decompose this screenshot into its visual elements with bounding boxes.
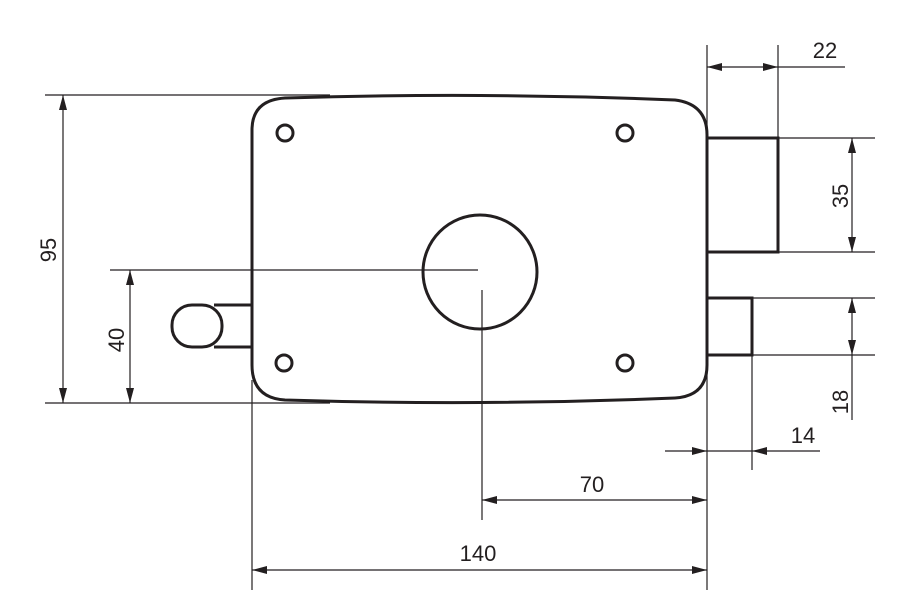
deadbolt xyxy=(705,136,780,254)
dimension-latch-height-18 xyxy=(848,298,856,420)
dimension-deadbolt-height-35 xyxy=(848,138,856,252)
label-height: 95 xyxy=(36,238,61,262)
screw-hole-top-right xyxy=(615,123,635,143)
lock-body xyxy=(250,93,709,405)
label-deadbolt-height: 35 xyxy=(828,184,853,208)
left-knob xyxy=(170,303,252,349)
dimension-height-95 xyxy=(59,95,67,403)
dimension-deadbolt-projection-22 xyxy=(707,63,778,71)
cylinder-hole xyxy=(421,213,539,331)
label-bolt-height: 40 xyxy=(104,328,129,352)
dimension-total-width-140 xyxy=(252,566,707,574)
extension-lines xyxy=(45,45,875,590)
label-deadbolt-projection: 22 xyxy=(813,38,837,63)
label-total-width: 140 xyxy=(460,541,497,566)
label-latch-projection: 14 xyxy=(791,423,815,448)
screw-hole-top-left xyxy=(275,123,295,143)
label-backset: 70 xyxy=(580,472,604,497)
dimension-latch-projection-14 xyxy=(692,447,767,455)
label-latch-height: 18 xyxy=(828,390,853,414)
screw-hole-bottom-right xyxy=(615,353,635,373)
screw-hole-bottom-left xyxy=(274,353,294,373)
dimension-backset-70 xyxy=(482,496,707,504)
dimension-bolt-height-40 xyxy=(126,270,134,403)
latch xyxy=(705,296,754,357)
screw-holes xyxy=(274,123,635,373)
